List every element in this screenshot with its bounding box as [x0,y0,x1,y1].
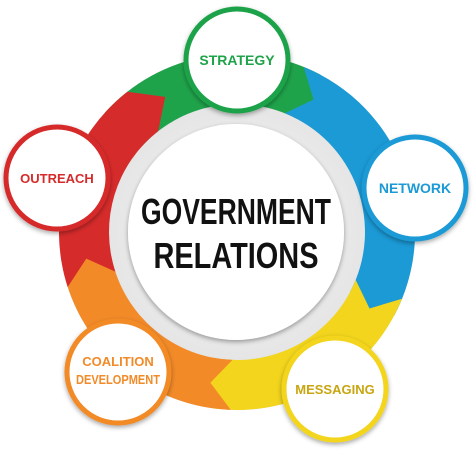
node-outreach: OUTREACH [3,124,111,232]
arrow-segment-messaging [189,279,402,411]
node-messaging: MESSAGING [281,335,389,443]
arrow-segment-network [284,67,416,327]
center-title-line1: GOVERNMENT [141,191,331,232]
node-messaging-label: MESSAGING [295,382,374,397]
node-network: NETWORK [361,134,469,242]
node-strategy: STRATEGY [183,6,291,114]
node-coalition-development: COALITION DEVELOPMENT [64,318,172,426]
center-circle [128,124,344,340]
node-outreach-label: OUTREACH [20,171,94,186]
arrow-segment-coalition [62,237,233,410]
node-coalition-label-line2: DEVELOPMENT [76,372,160,387]
node-network-label: NETWORK [379,180,451,196]
node-coalition-label-line1: COALITION [82,354,154,369]
node-strategy-label: STRATEGY [199,52,275,68]
center-title-line2: RELATIONS [154,235,319,276]
